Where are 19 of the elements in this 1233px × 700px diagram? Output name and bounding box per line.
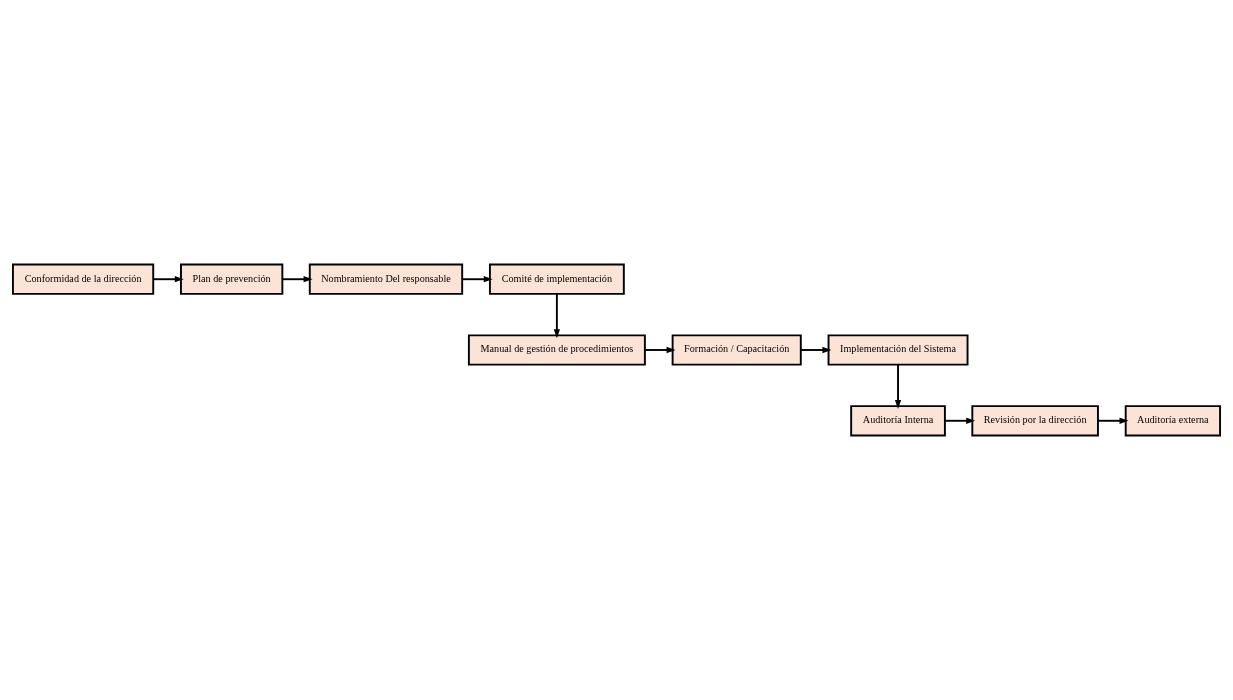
node-box: Formación / Capacitación	[671, 334, 802, 366]
node-box: Manual de gestión de procedimientos	[467, 334, 646, 366]
arrow	[553, 292, 560, 339]
arrow	[894, 363, 902, 409]
arrow	[281, 276, 313, 283]
arrow	[944, 417, 976, 424]
node-box: Conformidad de la dirección	[11, 263, 155, 295]
node-box: Implementación del Sistema	[827, 334, 969, 366]
arrow	[644, 346, 676, 354]
arrow	[1097, 417, 1129, 424]
arrow	[800, 346, 832, 354]
node-box: Auditoría Interna	[850, 405, 946, 437]
node-box: Nombramiento Del responsable	[308, 263, 464, 295]
node-box: Revisión por la dirección	[971, 405, 1099, 437]
node-box: Comité de implementación	[488, 263, 625, 295]
arrow	[152, 276, 184, 283]
node-box: Plan de prevención	[180, 263, 284, 295]
arrow	[461, 276, 493, 283]
node-box: Auditoría externa	[1124, 405, 1222, 437]
